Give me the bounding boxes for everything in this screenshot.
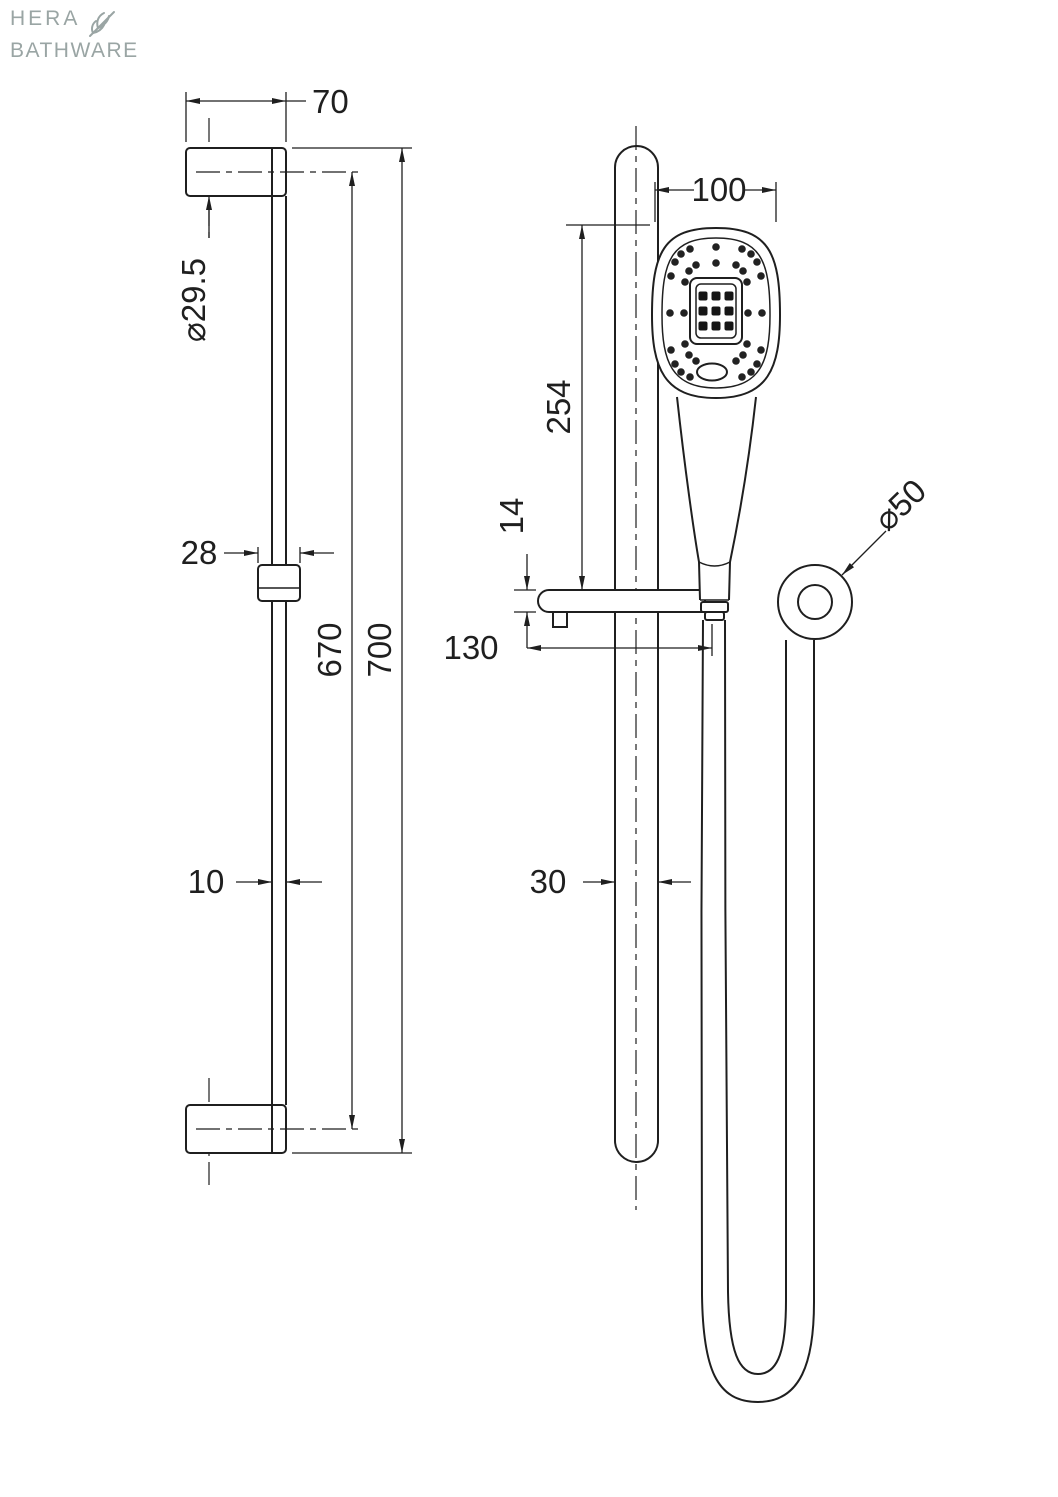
- rail-profile: [271, 196, 287, 1105]
- dim-label-centres-length: 670: [311, 622, 348, 677]
- brand-sub: BATHWARE: [10, 39, 139, 62]
- slider-bracket: [257, 564, 301, 602]
- dim-rail-width: 30: [530, 863, 691, 900]
- dim-centres-length: 670: [196, 171, 362, 1130]
- wall-elbow-outlet: [797, 584, 833, 620]
- dim-label-total-length: 700: [361, 622, 398, 677]
- dim-rail-depth: 10: [188, 863, 322, 900]
- dim-label-wall-elbow-diameter: ⌀50: [867, 472, 933, 538]
- dim-label-bracket-width: 70: [312, 83, 349, 120]
- shower-bracket: [537, 589, 706, 613]
- dim-label-bracket-length: 130: [443, 629, 498, 666]
- bracket-foot: [552, 612, 568, 628]
- dim-label-rail-width: 30: [530, 863, 567, 900]
- side-view-rail: [185, 118, 301, 1185]
- dim-label-slider-width: 28: [181, 534, 218, 571]
- handle-right-edge: [728, 396, 757, 601]
- brand-logo: HERA BATHWARE: [10, 7, 139, 62]
- fern-icon: [89, 11, 116, 37]
- dim-slider-width: 28: [181, 534, 334, 571]
- dim-head-width: 100: [654, 171, 777, 222]
- dim-head-length: 254: [540, 224, 650, 590]
- dim-label-flange-diameter: ⌀29.5: [175, 258, 212, 342]
- brand-name: HERA: [10, 7, 81, 30]
- hose-outer: [700, 619, 815, 1404]
- dim-bracket-thickness: 14: [493, 498, 536, 648]
- nozzle-ring-inner: [680, 259, 752, 365]
- dim-flange-diameter: ⌀29.5: [175, 196, 212, 342]
- dim-wall-elbow-diameter: ⌀50: [841, 472, 933, 576]
- handle-left-edge: [676, 396, 701, 601]
- dim-label-rail-depth: 10: [188, 863, 225, 900]
- spray-panel-jets: [698, 291, 734, 331]
- dim-total-length: 700: [292, 147, 412, 1154]
- dim-bracket-length: 130: [443, 624, 713, 666]
- front-view-handshower: [537, 126, 853, 1404]
- dim-label-head-length: 254: [540, 379, 577, 434]
- hose-inner: [723, 619, 787, 1376]
- mode-button: [696, 362, 728, 382]
- dim-bracket-width: 70: [185, 83, 349, 142]
- dim-label-head-width: 100: [691, 171, 746, 208]
- nozzle-ring-outer: [666, 243, 766, 381]
- dim-label-bracket-thickness: 14: [493, 498, 530, 535]
- hose-nut: [700, 601, 729, 613]
